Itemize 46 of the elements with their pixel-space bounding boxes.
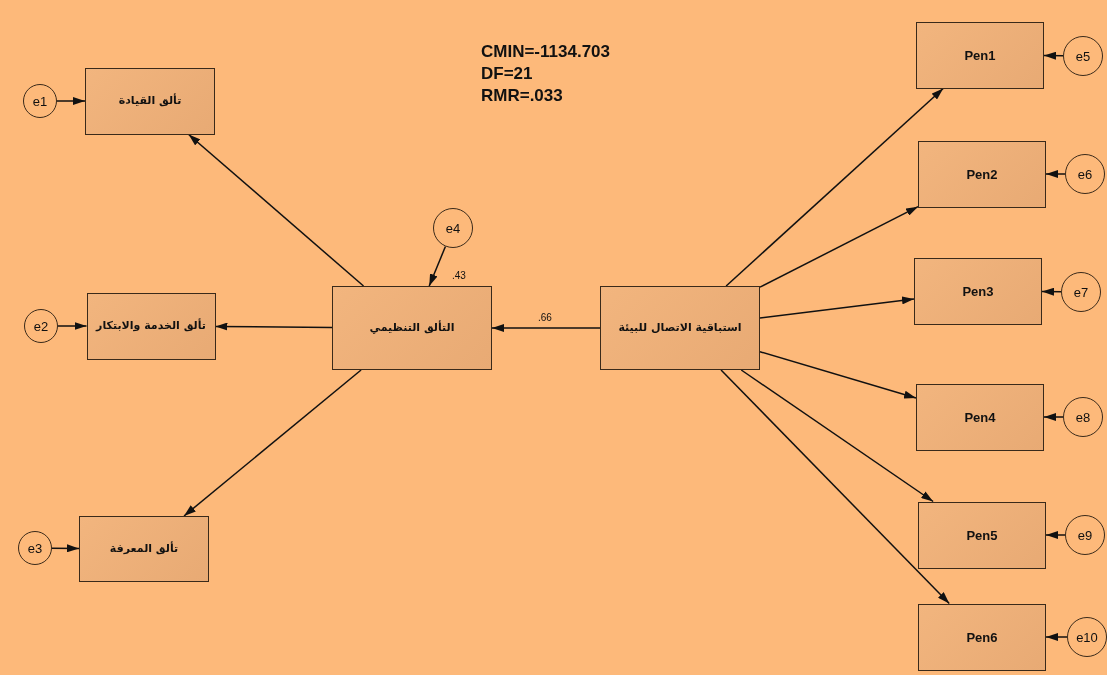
arrow <box>1043 51 1064 60</box>
variable-box: Pen2 <box>918 140 1046 208</box>
variable-box: Pen1 <box>916 21 1044 89</box>
arrow <box>428 245 447 287</box>
arrow <box>1045 633 1068 641</box>
error-circle: e10 <box>1067 617 1107 657</box>
fit-statistic: RMR=.033 <box>481 86 563 106</box>
variable-box: Pen5 <box>918 501 1046 569</box>
variable-box: تألق القيادة <box>85 67 215 135</box>
error-circle: e9 <box>1065 515 1105 555</box>
variable-box: Pen3 <box>914 257 1042 325</box>
fit-statistic: DF=21 <box>481 64 533 84</box>
error-circle: e1 <box>23 84 57 118</box>
arrow <box>187 133 365 287</box>
arrow <box>57 322 88 330</box>
error-circle: e7 <box>1061 272 1101 312</box>
variable-box: تألق المعرفة <box>79 516 209 582</box>
variable-box: تألق الخدمة والابتكار <box>86 292 216 360</box>
error-circle: e5 <box>1063 36 1103 76</box>
error-circle: e2 <box>24 309 58 343</box>
arrow <box>1045 531 1066 539</box>
arrow <box>56 97 86 105</box>
variable-box: Pen6 <box>918 603 1046 671</box>
arrow <box>725 87 944 287</box>
error-circle: e6 <box>1065 154 1105 194</box>
arrow <box>720 369 950 605</box>
arrow <box>759 296 915 319</box>
fit-statistic: CMIN=-1134.703 <box>481 42 610 62</box>
arrow <box>214 322 333 331</box>
edge-label: .66 <box>538 312 552 323</box>
arrow <box>1045 170 1066 178</box>
arrow <box>1041 287 1062 296</box>
variable-box: استباقية الاتصال للبيئة <box>600 286 760 370</box>
arrow <box>51 544 80 553</box>
arrow <box>183 369 362 517</box>
coefficient-label: .43 <box>452 270 466 281</box>
variable-box: Pen4 <box>916 383 1044 451</box>
error-circle: e8 <box>1063 397 1103 437</box>
variable-box: التألق التنظيمي <box>332 286 492 370</box>
arrow <box>759 351 917 399</box>
arrow <box>759 205 919 288</box>
arrow <box>740 369 934 503</box>
error-circle: e3 <box>18 531 52 565</box>
arrow <box>491 324 601 332</box>
arrow <box>1043 413 1064 421</box>
error-circle: e4 <box>433 208 473 248</box>
